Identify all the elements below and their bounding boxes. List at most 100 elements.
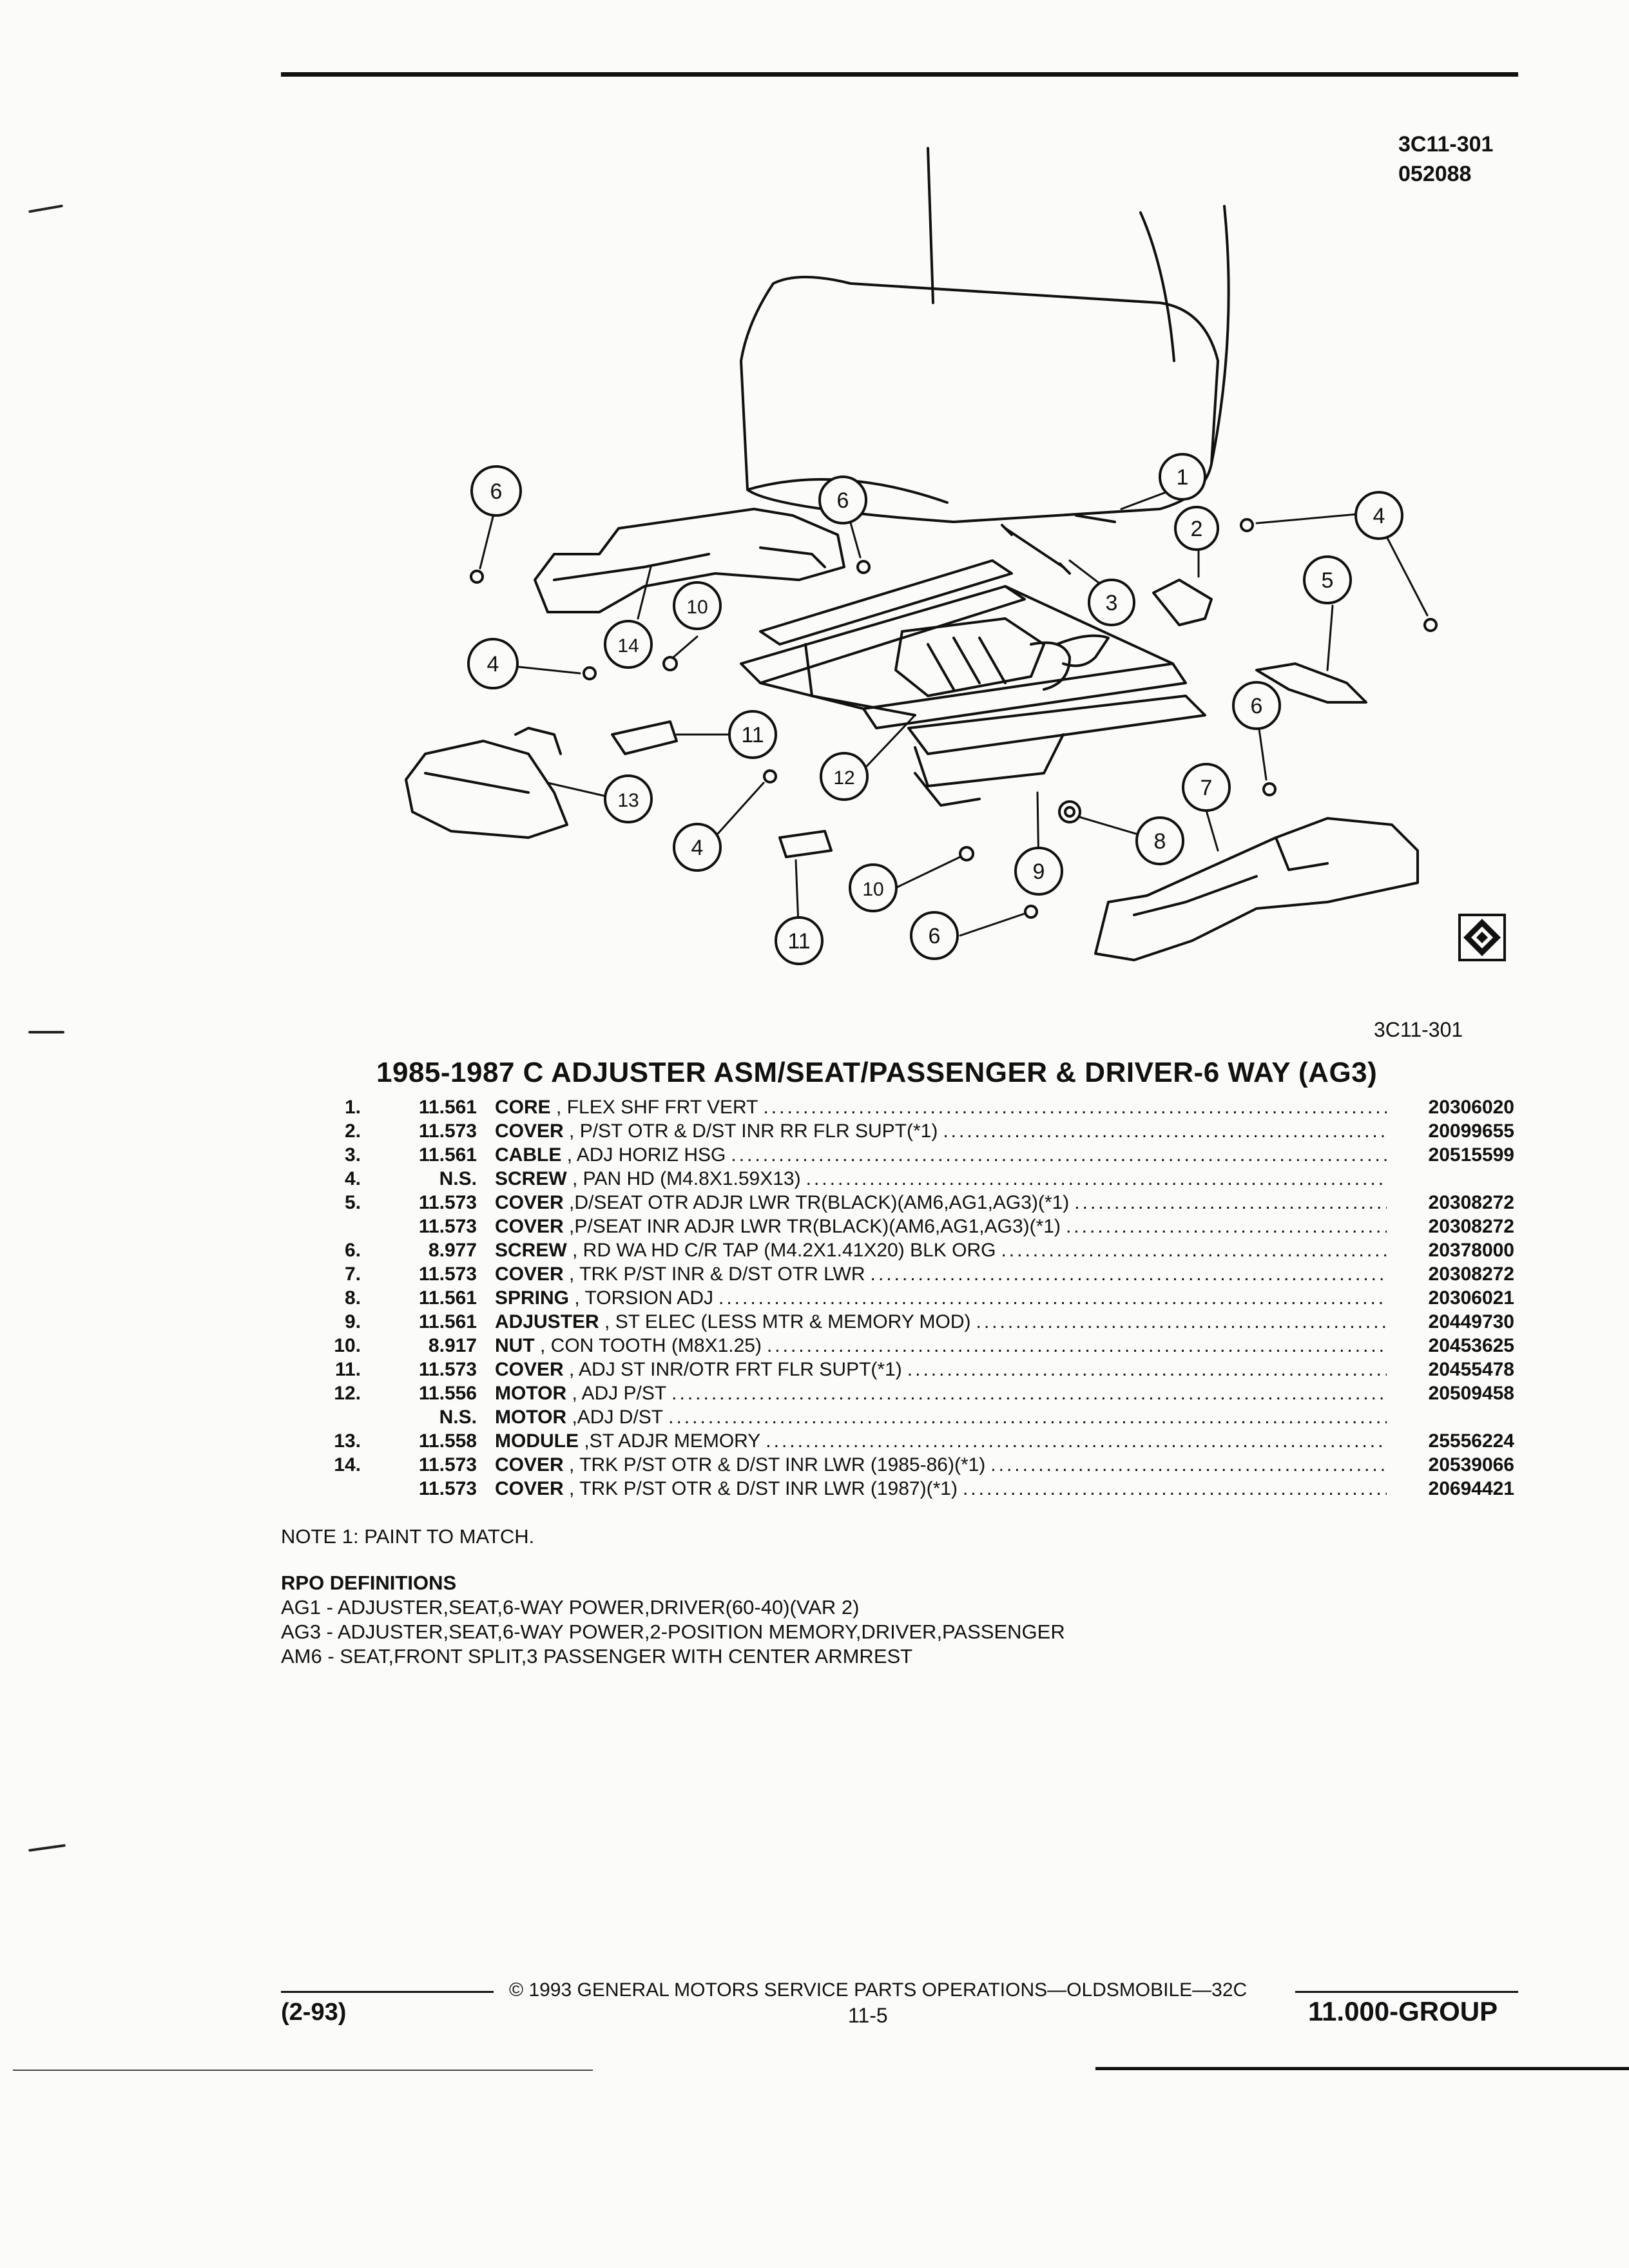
leader-dots: ........................................… [766,1430,1387,1452]
illustration-date: 052088 [1398,162,1472,186]
part-number [1392,1167,1514,1191]
part-number: 20378000 [1428,1240,1514,1261]
callout-6: 6 [1232,681,1281,730]
rpo-line: AG1 - ADJUSTER,SEAT,6-WAY POWER,DRIVER(6… [281,1596,860,1619]
part-detail: ,D/SEAT OTR ADJR LWR TR(BLACK)(AM6,AG1,A… [569,1192,1070,1213]
part-row: N.S.MOTOR ,ADJ D/ST.....................… [284,1405,1514,1429]
part-name: COVER [495,1192,564,1213]
part-description: COVER ,P/SEAT INR ADJR LWR TR(BLACK)(AM6… [495,1215,1392,1238]
part-description: MOTOR , ADJ P/ST........................… [495,1381,1392,1405]
part-number: 20515599 [1428,1144,1514,1166]
part-description: ADJUSTER , ST ELEC (LESS MTR & MEMORY MO… [495,1310,1392,1334]
part-row: 4.N.S.SCREW , PAN HD (M4.8X1.59X13).....… [284,1167,1514,1191]
rpo-line: AG3 - ADJUSTER,SEAT,6-WAY POWER,2-POSITI… [281,1620,1065,1643]
part-group-number: 11.556 [418,1383,477,1404]
part-detail: , ST ELEC (LESS MTR & MEMORY MOD) [604,1311,971,1332]
bottom-rule-left [13,2070,593,2071]
leader-dots: ........................................… [870,1264,1387,1285]
callout-14: 14 [604,620,653,669]
footer-page-number: 11-5 [848,2004,888,2027]
callout-9: 9 [1014,847,1063,896]
footer-group: 11.000-GROUP [1308,1996,1498,2026]
part-number: 20308272 [1428,1192,1514,1213]
part-item-number: 3. [344,1144,361,1166]
callout-10: 10 [849,863,898,912]
part-group-number: 11.561 [418,1311,477,1332]
part-group-number: 11.573 [418,1264,477,1285]
part-group-number: N.S. [439,1407,477,1428]
part-name: MOTOR [495,1407,567,1428]
part-number: 25556224 [1428,1430,1514,1452]
gm-spo-logo-icon [1458,914,1506,961]
part-item-number: 5. [344,1192,361,1213]
margin-mark [28,1843,66,1852]
part-item-number: 6. [344,1240,361,1261]
callout-6-number: 6 [929,924,941,948]
footer-date: (2-93) [281,1999,347,2026]
part-name: COVER [495,1120,564,1142]
part-number: 20455478 [1428,1359,1514,1380]
callout-13-number: 13 [617,790,639,811]
part-number: 20453625 [1428,1335,1514,1356]
part-group-number: 11.561 [418,1097,477,1118]
part-detail: , P/ST OTR & D/ST INR RR FLR SUPT(*1) [569,1120,938,1142]
part-detail: , TRK P/ST INR & D/ST OTR LWR [569,1264,865,1285]
part-detail: , ADJ ST INR/OTR FRT FLR SUPT(*1) [569,1359,902,1380]
callout-4-number: 4 [691,836,704,860]
part-item-number: 8. [344,1287,361,1309]
callout-4: 4 [673,823,722,872]
part-name: MOTOR [495,1383,567,1404]
part-number: 20308272 [1428,1216,1514,1237]
part-group-number: 8.917 [428,1335,477,1356]
part-detail: , ADJ HORIZ HSG [566,1144,726,1166]
part-detail: ,ST ADJR MEMORY [584,1430,761,1452]
callout-2: 2 [1174,506,1219,551]
part-detail: , TRK P/ST OTR & D/ST INR LWR (1987)(*1) [569,1478,958,1499]
part-description: COVER , TRK P/ST OTR & D/ST INR LWR (198… [495,1453,1392,1477]
callout-4-number: 4 [1373,504,1385,528]
part-description: COVER , ADJ ST INR/OTR FRT FLR SUPT(*1).… [495,1358,1392,1381]
part-group-number: 11.573 [418,1120,477,1142]
diagram-caption: 3C11-301 [1374,1018,1463,1041]
callout-12: 12 [820,752,869,801]
callout-12-number: 12 [833,767,854,789]
part-group-number: 11.573 [418,1478,477,1499]
leader-dots: ........................................… [1001,1240,1387,1261]
part-description: COVER , P/ST OTR & D/ST INR RR FLR SUPT(… [495,1119,1392,1143]
callout-6: 6 [470,465,522,517]
part-name: COVER [495,1216,564,1237]
callout-10-number: 10 [862,879,883,900]
part-description: CABLE , ADJ HORIZ HSG...................… [495,1143,1392,1167]
part-name: SCREW [495,1240,567,1261]
part-description: COVER ,D/SEAT OTR ADJR LWR TR(BLACK)(AM6… [495,1191,1392,1215]
part-description: SCREW , PAN HD (M4.8X1.59X13)...........… [495,1167,1392,1191]
part-item-number: 2. [344,1120,361,1142]
part-group-number: 11.558 [418,1430,477,1452]
core-1 [1075,514,1116,523]
part-row: 11.573 COVER , TRK P/ST OTR & D/ST INR LW… [284,1477,1514,1501]
leader-dots: ........................................… [907,1359,1387,1380]
part-name: COVER [495,1478,564,1499]
leader-dots: ........................................… [1074,1192,1387,1213]
part-number: 20306020 [1428,1097,1514,1118]
callout-1: 1 [1159,453,1206,501]
part-description: MODULE ,ST ADJR MEMORY..................… [495,1429,1392,1453]
part-detail: , FLEX SHF FRT VERT [556,1097,758,1118]
callout-3-number: 3 [1106,591,1118,615]
part-item-number: 12. [334,1383,361,1404]
cover-5 [1255,662,1367,704]
part-number: 20449730 [1428,1311,1514,1332]
leader-dots: ........................................… [962,1478,1387,1499]
seat-adjuster-exploded-diagram: 1 2 3 4 4 4 5 6 6 6 6 7 8 9 10 10 11 11 … [405,147,1506,965]
part-name: CORE [495,1097,551,1118]
callout-11: 11 [775,916,824,965]
callout-7: 7 [1182,763,1231,812]
leader-dots: ........................................… [731,1144,1387,1166]
leader-dots: ........................................… [990,1454,1387,1475]
